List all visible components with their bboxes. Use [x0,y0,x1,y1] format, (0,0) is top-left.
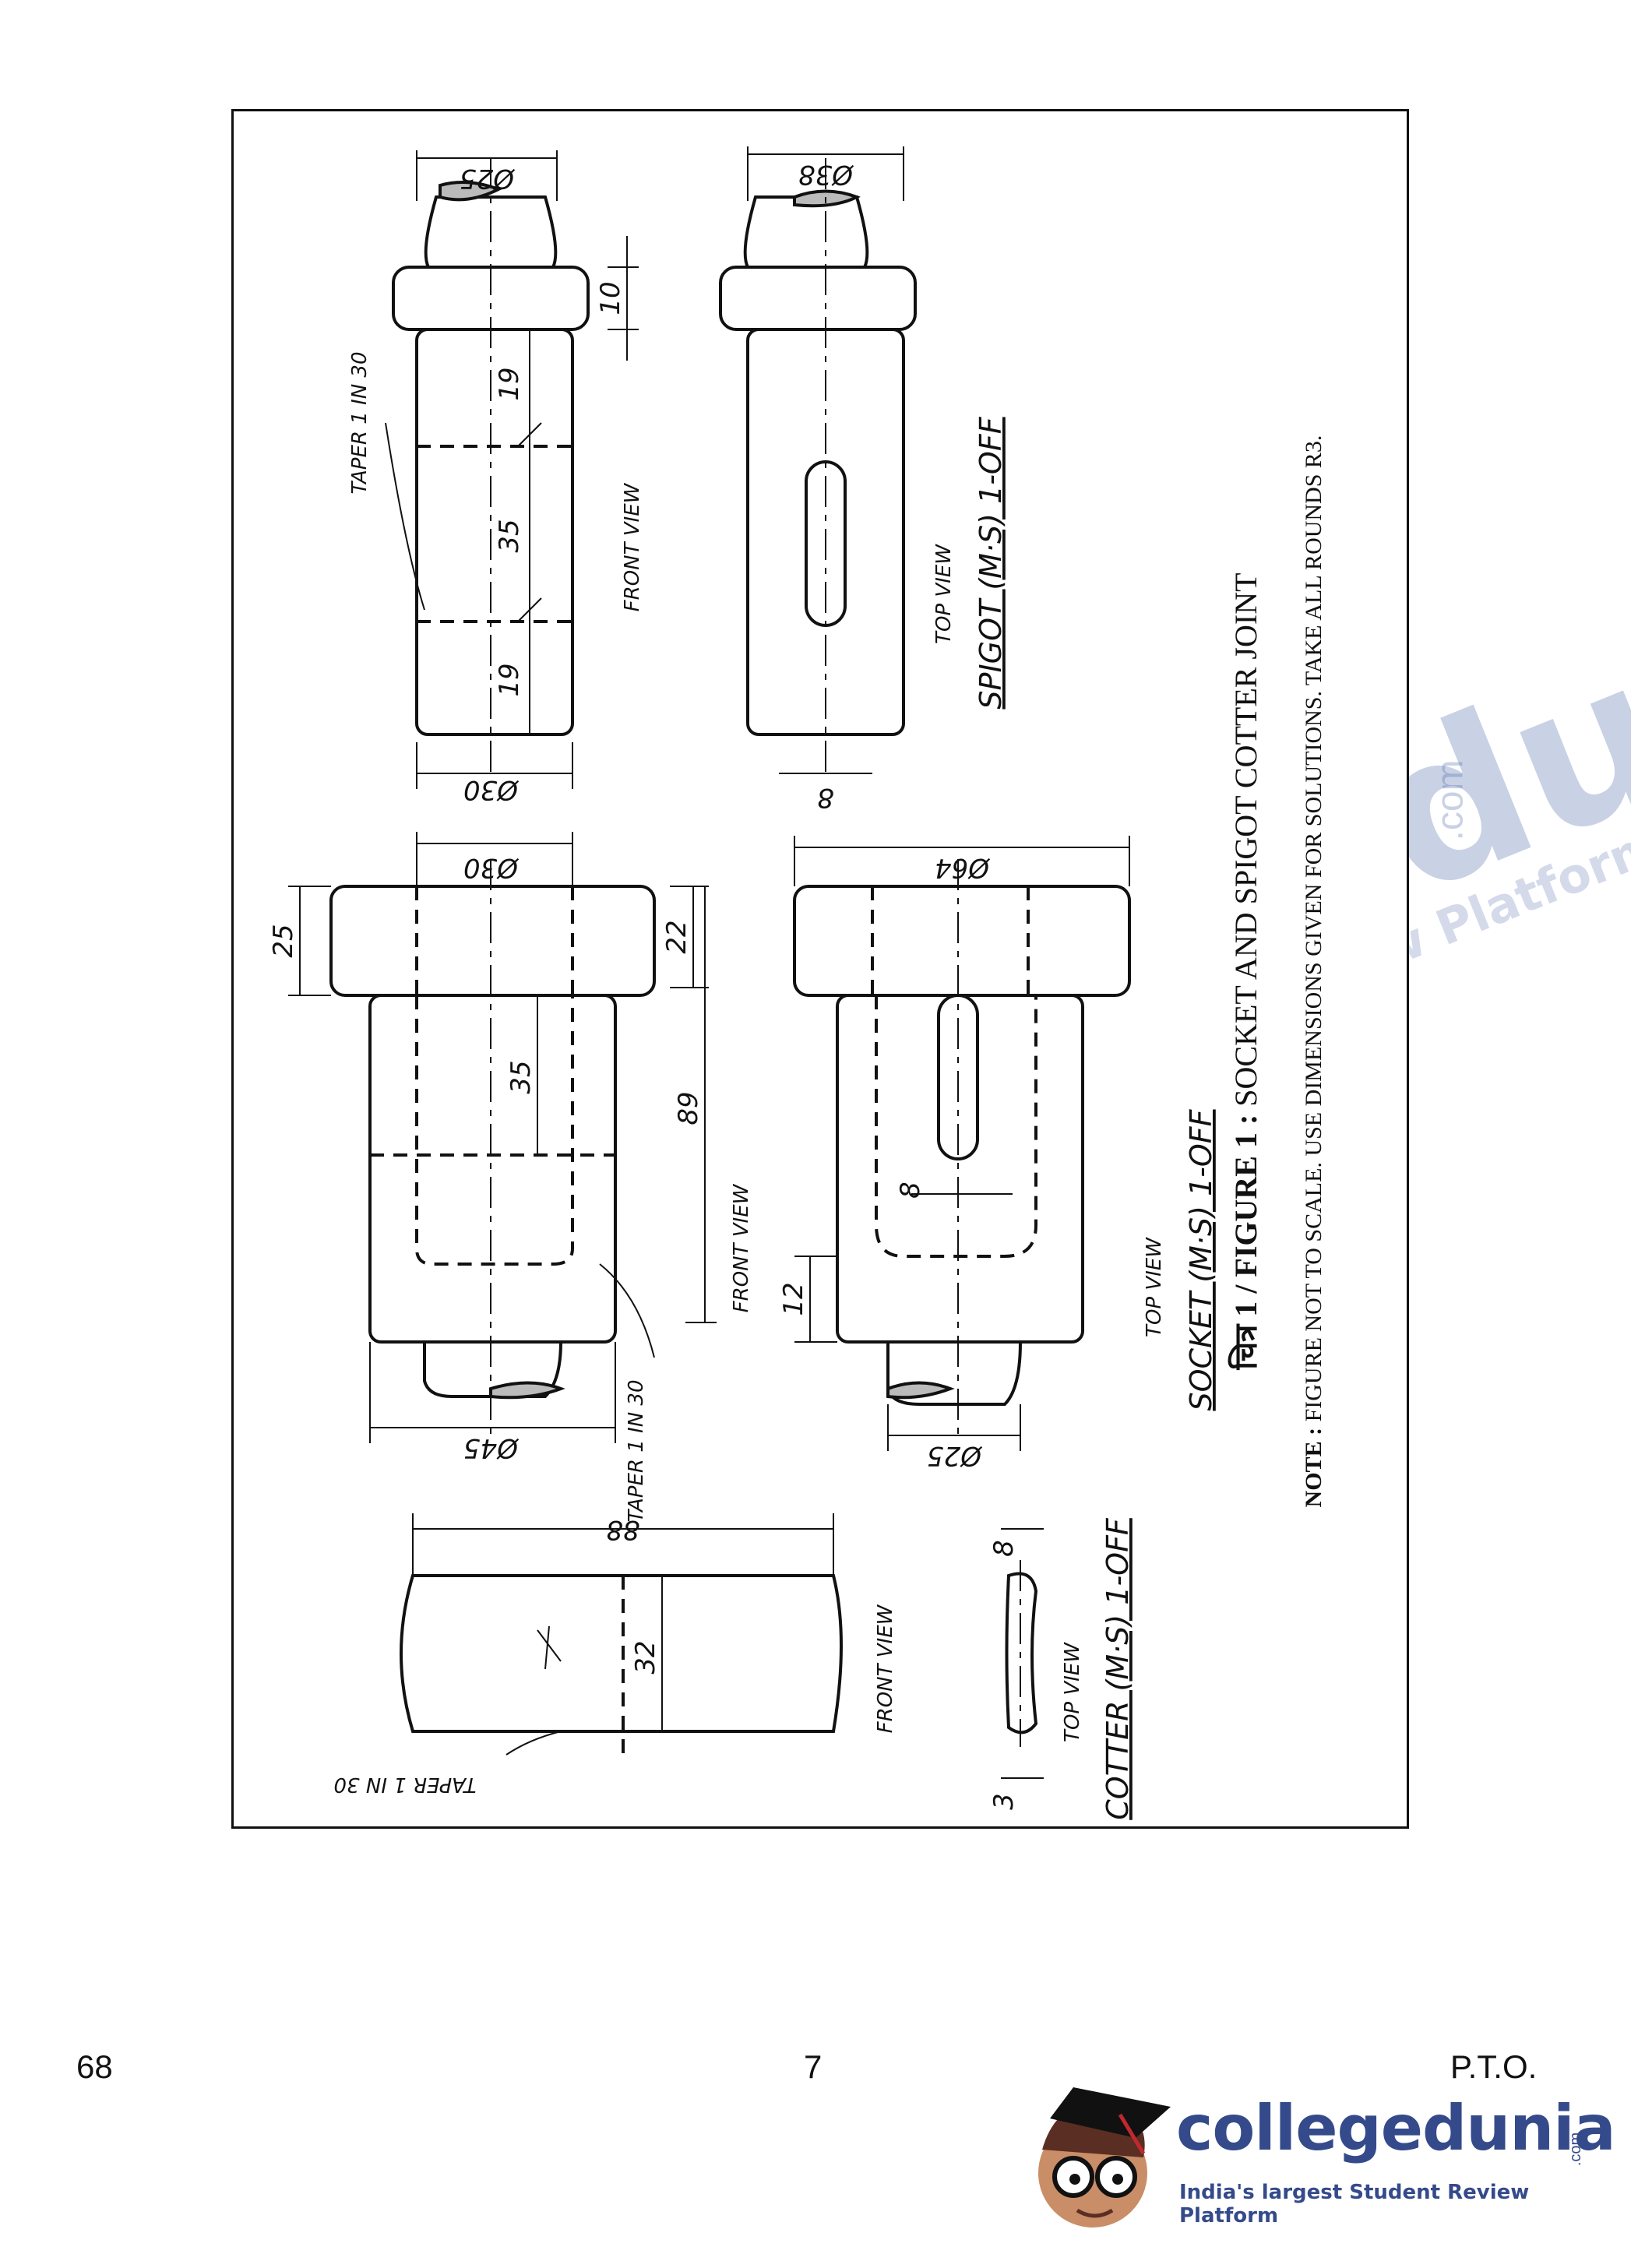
brand-logo: collegedunia .com India's largest Studen… [1027,2080,1616,2251]
cotter-front-view [400,1513,843,1756]
engineering-drawing: Ø25 Ø38 10 19 35 19 Ø30 8 TAPER 1 IN 30 … [268,146,1218,1820]
note-text: FIGURE NOT TO SCALE. USE DIMENSIONS GIVE… [1301,435,1326,1422]
socket-dim-89: 89 [673,1091,704,1125]
spigot-front-view [385,150,639,789]
spigot-dim-19b: 19 [494,663,525,696]
brand-tagline: India's largest Student Review Platform [1179,2181,1530,2228]
figure-caption: चित्र 1 / FIGURE 1 : SOCKET AND SPIGOT C… [1223,111,1363,1831]
figure-label: 1 / FIGURE 1 : [1228,1114,1263,1317]
figure-prefix-hindi: चित्र [1228,1324,1263,1370]
socket-part-title: SOCKET (M·S) 1-OFF [1184,1108,1218,1410]
brand-com: .com [1567,2132,1585,2167]
socket-dim-dia25: Ø25 [927,1440,983,1471]
socket-dim-35: 35 [506,1060,537,1094]
socket-taper-label: TAPER 1 IN 30 [625,1380,648,1523]
page-number: 7 [804,2048,823,2085]
cotter-top-view [1001,1528,1044,1779]
footer-left: 68 [76,2048,113,2085]
socket-dim-dia30: Ø30 [463,852,520,883]
socket-front-view [288,832,717,1443]
note-label: NOTE : [1301,1427,1326,1508]
socket-dim-12: 12 [778,1282,809,1315]
spigot-top-view-label: TOP VIEW [932,544,956,644]
socket-dim-dia64: Ø64 [935,852,991,883]
socket-dim-dia45: Ø45 [463,1432,520,1463]
spigot-dim-dia25: Ø25 [460,163,516,194]
socket-dim-25: 25 [268,924,299,957]
cotter-dim-8: 8 [988,1540,1020,1557]
cotter-dim-3: 3 [988,1793,1020,1810]
spigot-dim-35: 35 [494,519,525,552]
figure-note: NOTE : FIGURE NOT TO SCALE. USE DIMENSIO… [1295,111,1333,1831]
socket-top-view-label: TOP VIEW [1143,1237,1166,1337]
spigot-taper-label: TAPER 1 IN 30 [348,352,372,495]
socket-dim-22: 22 [661,920,692,953]
spigot-part-title: SPIGOT (M·S) 1-OFF [974,416,1008,709]
brand-name: collegedunia [1176,2092,1616,2164]
mascot-icon [1038,2087,1171,2228]
spigot-top-view [719,146,917,774]
spigot-front-view-label: FRONT VIEW [621,482,644,611]
figure-title-text: SOCKET AND SPIGOT COTTER JOINT [1228,572,1263,1107]
cotter-front-view-label: FRONT VIEW [874,1604,897,1733]
cotter-dim-88: 88 [606,1514,639,1545]
socket-front-view-label: FRONT VIEW [730,1183,753,1312]
cotter-part-title: COTTER (M·S) 1-OFF [1101,1517,1135,1820]
spigot-dim-19a: 19 [494,367,525,400]
cotter-taper-label: TAPER 1 IN 30 [334,1773,477,1796]
spigot-dim-dia30: Ø30 [463,774,520,805]
figure-title: चित्र 1 / FIGURE 1 : SOCKET AND SPIGOT C… [1223,111,1270,1831]
spigot-dim-10: 10 [595,281,626,315]
figure-frame: Ø25 Ø38 10 19 35 19 Ø30 8 TAPER 1 IN 30 … [231,109,1409,1829]
cotter-dim-32: 32 [630,1640,661,1674]
socket-dim-8: 8 [895,1182,926,1199]
spigot-dim-dia38: Ø38 [798,159,854,190]
watermark-com: .com [1429,759,1471,841]
footer-pto: P.T.O. [1450,2048,1538,2085]
socket-top-view [793,836,1131,1451]
cotter-top-view-label: TOP VIEW [1061,1642,1084,1742]
spigot-dim-8: 8 [817,782,834,813]
